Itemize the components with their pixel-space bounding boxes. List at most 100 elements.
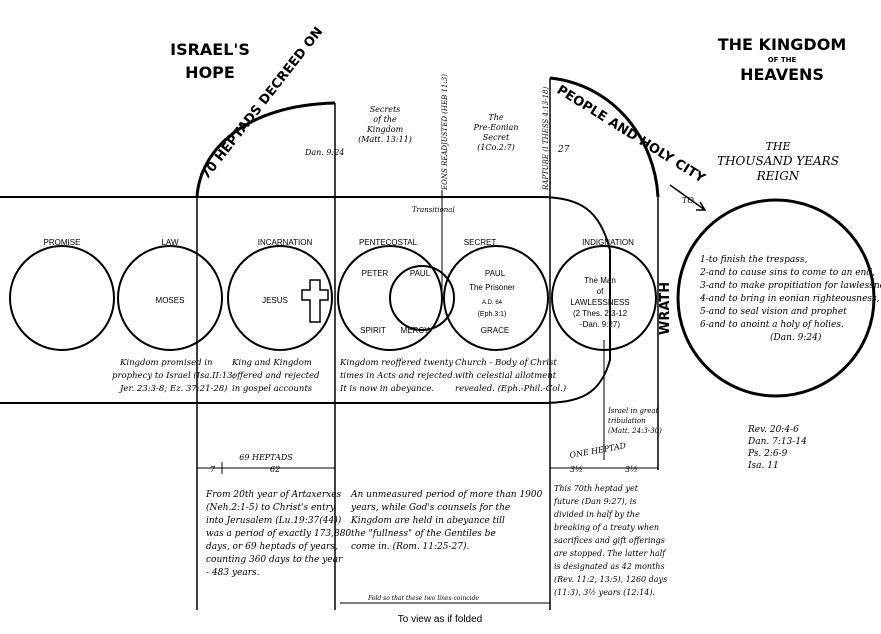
reign-item: 5-and to seal vision and prophet [700,307,847,317]
man-line: of [597,287,604,296]
church-line: revealed. (Eph.-Phil.-Col.) [455,383,566,394]
reign-item: 1-to finish the trespass, [700,255,807,265]
kingdom-promised-line: Kingdom promised in [119,358,212,368]
label-moses: MOSES [156,296,185,305]
secrets-kingdom-line: of the [373,115,397,124]
arc-seventy-heptads [195,101,336,198]
thousand-line2: THOUSAND YEARS [717,154,839,168]
pre-eonian-line: Secret [483,133,510,142]
israel-line1: ISRAEL'S [170,40,250,59]
circle-incarnation [227,245,333,351]
circle-kingdom [676,198,876,398]
seventieth-line: future (Dan 9:27), is [553,497,636,506]
label-pentecostal: PENTECOSTAL [359,238,418,247]
label-promise: PROMISE [44,238,81,247]
seven-label: 7 [210,465,216,474]
label-indignation: INDIGNATION [582,238,634,247]
dan-note: Dan. 9:24 [304,148,344,157]
church-line: Church - Body of Christ [455,358,557,368]
fold-note: Fold so that these two lines coincide [367,595,479,602]
circle-law [117,245,223,351]
people-holy-city-label: PEOPLE AND HOLY CITY [554,83,708,187]
unmeasured-line: come in. (Rom. 11:25-27). [351,541,469,552]
kingdom-promised-line: Jer. 23:3-8; Ez. 37:21-28) [118,383,228,394]
artaxerxes-line: (Neh.2:1-5) to Christ's entry [206,502,336,513]
israel-line2: HOPE [185,63,235,82]
reign-item: (Dan. 9:24) [770,332,822,343]
cross-icon [301,279,329,323]
man-line: (2 Thes. 2:3-12 [573,309,628,318]
seventieth-line: This 70th heptad yet [554,484,639,493]
kingdom-line1: THE KINGDOM [718,35,846,54]
one-heptad: ONE HEPTAD [569,441,628,460]
thousand-line3: REIGN [756,169,800,183]
band-outline [0,196,611,404]
seventieth-line: (Rev. 11:2, 13:5), 1260 days [554,575,667,584]
label-ad: A.D. 64 [482,300,503,306]
view-note: To view as if folded [398,614,483,625]
arrow-icon [669,184,707,211]
secrets-kingdom-line: Secrets [370,105,401,114]
pre-eonian-line: The [488,113,503,122]
seventieth-line: breaking of a treaty when [554,523,659,532]
man-line: The Man [584,276,616,285]
seventieth-line: (11:3), 3½ years (12:14). [554,588,655,597]
reign-item: 3-and to make propitiation for lawlessne… [700,281,881,291]
sixty-nine-heptads: 69 HEPTADS [239,453,293,462]
reign-item: 6-and to anoint a holy of holies. [700,320,844,330]
artaxerxes-line: into Jerusalem (Lu.19:37(44)) [206,515,342,526]
tribulation-line: (Matt. 24:3-30) [608,427,662,435]
artaxerxes-line: - 483 years. [206,568,260,578]
label-peter: PETER [362,269,389,278]
artaxerxes-line: was a period of exactly 173,880 [206,529,351,539]
church-line: with celestial allotment [455,371,557,381]
kingdom-line2: OF THE [768,56,797,64]
unmeasured-line: An unmeasured period of more than 1900 [350,490,543,500]
ref-line: Rev. 20:4-6 [747,425,799,435]
artaxerxes-line: days, or 69 heptads of years, [206,542,338,552]
secrets-kingdom-line: Kingdom [366,125,404,134]
rapture-label: RAPTURE (I THESS 4:13-18) [542,87,550,191]
secrets-kingdom: Secrets of the Kingdom (Matt. 13:11) [358,105,412,144]
reign-item: 2-and to cause sins to come to an end, [699,268,875,278]
label-mercy: MERCY [401,326,431,335]
wrath-label: WRATH [658,282,673,335]
seventieth-note: This 70th heptad yet future (Dan 9:27), … [553,484,667,597]
refs: Rev. 20:4-6 Dan. 7:13-14 Ps. 2:6-9 Isa. … [747,425,807,471]
seventieth-line: are stopped. The latter half [554,549,667,558]
unmeasured-line: the "fullness" of the Gentiles be [351,529,496,539]
label-eph: (Eph.3:1) [478,311,507,318]
sixty-two-label: 62 [270,465,280,474]
king-offered-line: offered and rejected [232,371,320,381]
kingdom-promised-line: prophecy to Israel (Isa.II:13; [112,370,236,381]
unmeasured-note: An unmeasured period of more than 1900 y… [350,490,543,552]
label-secret: SECRET [464,238,497,247]
circle-secret [443,245,549,351]
artaxerxes-line: counting 360 days to the year [206,555,343,565]
ref-line: Isa. 11 [747,461,779,471]
unmeasured-line: years, while God's counsels for the [350,503,510,513]
thousand-line1: THE [766,140,791,153]
reign-item: 4-and to bring in eonian righteousness, [699,294,880,304]
tribulation-line: Israel in great [607,407,659,415]
label-jesus: JESUS [262,296,288,305]
reoffered-line: Kingdom reoffered twenty [339,358,453,368]
artaxerxes-note: From 20th year of Artaxerxes (Neh.2:1-5)… [205,490,351,578]
arc-people-holy-city [549,76,660,198]
transitional-label: Transitional [412,206,455,214]
label-prisoner: The Prisoner [469,283,515,292]
label-grace: GRACE [481,326,509,335]
man-line: LAWLESSNESS [570,298,629,307]
pre-eonian-line: (1Co.2:7) [477,143,515,152]
seventieth-line: divided in half by the [554,510,640,519]
pre-eonian-line: Pre-Eonian [473,123,519,132]
label-incarnation: INCARNATION [258,238,313,247]
seventieth-line: is designated as 42 months [554,562,665,571]
reoffered-line: It is now in abeyance. [339,384,434,394]
to-label: TO [682,196,694,205]
tribulation-line: tribulation [608,417,646,425]
half-a: 3½ [570,465,583,474]
label-spirit: SPIRIT [360,326,386,335]
king-offered-line: in gospel accounts [232,384,313,394]
label-law: LAW [161,238,178,247]
